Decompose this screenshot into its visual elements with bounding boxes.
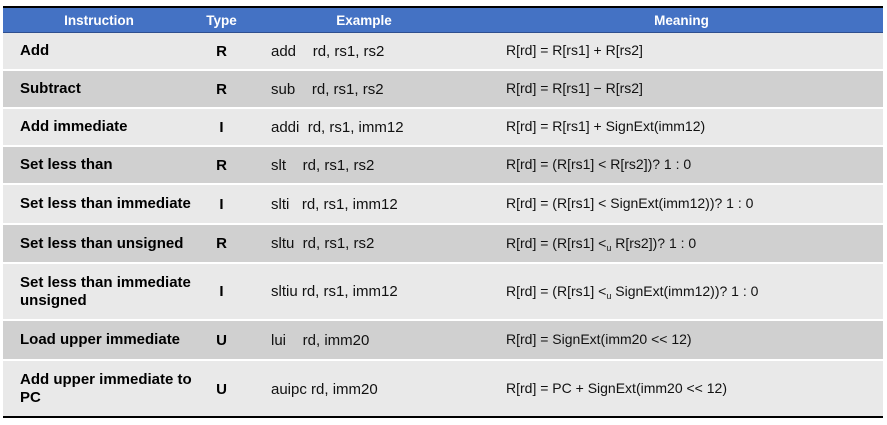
instruction-meaning: R[rd] = (R[rs1] <u SignExt(imm12))? 1 : … [480, 283, 883, 301]
meaning-text: R[rd] = PC + SignExt(imm20 << 12) [506, 380, 727, 396]
instruction-meaning: R[rd] = SignExt(imm20 << 12) [480, 331, 883, 349]
instruction-type: R [216, 235, 227, 252]
meaning-text: R[rd] = (R[rs1] < [506, 282, 607, 299]
header-meaning: Meaning [654, 13, 709, 28]
table-bottom-rule [3, 416, 883, 418]
instruction-type: I [219, 283, 224, 300]
instruction-example: add rd, rs1, rs2 [271, 42, 385, 60]
instruction-name: Add immediate [20, 118, 128, 135]
meaning-text-post: R[rs2])? 1 : 0 [611, 234, 697, 251]
table-row: Set less than immediate I slti rd, rs1, … [3, 185, 883, 225]
header-example: Example [336, 13, 392, 28]
instruction-meaning: R[rd] = R[rs1] + R[rs2] [480, 42, 883, 60]
instruction-table: Instruction Type Example Meaning Add R a… [3, 6, 883, 417]
meaning-text: R[rd] = (R[rs1] < SignExt(imm12))? 1 : 0 [506, 195, 754, 211]
instruction-type: U [216, 380, 227, 398]
instruction-type: R [216, 80, 227, 98]
instruction-name: Load upper immediate [20, 331, 181, 348]
instruction-example: auipc rd, imm20 [271, 380, 378, 398]
instruction-meaning: R[rd] = (R[rs1] < R[rs2])? 1 : 0 [480, 156, 883, 174]
instruction-type: U [216, 331, 227, 349]
meaning-subscript: u [606, 242, 612, 253]
header-instruction: Instruction [64, 13, 134, 28]
meaning-text: R[rd] = R[rs1] + SignExt(imm12) [506, 118, 706, 134]
instruction-type: R [216, 156, 227, 174]
instruction-name: Set less than immediate [20, 195, 191, 212]
instruction-meaning: R[rd] = R[rs1] + SignExt(imm12) [480, 118, 883, 136]
instruction-example: slt rd, rs1, rs2 [271, 156, 375, 174]
instruction-meaning: R[rd] = (R[rs1] < SignExt(imm12))? 1 : 0 [480, 195, 883, 213]
instruction-example: sltiu rd, rs1, imm12 [271, 283, 398, 300]
meaning-text: R[rd] = R[rs1] − R[rs2] [506, 80, 643, 96]
instruction-type: I [219, 118, 224, 136]
instruction-type: R [216, 42, 227, 60]
table-row: Load upper immediate U lui rd, imm20 R[r… [3, 321, 883, 361]
instruction-example: sltu rd, rs1, rs2 [271, 235, 375, 252]
meaning-text: R[rd] = R[rs1] + R[rs2] [506, 42, 643, 58]
instruction-example: sub rd, rs1, rs2 [271, 80, 384, 98]
header-type: Type [206, 13, 237, 28]
table-header: Instruction Type Example Meaning [3, 6, 883, 33]
instruction-type: I [219, 195, 224, 213]
instruction-example: addi rd, rs1, imm12 [271, 118, 404, 136]
table-row: Subtract R sub rd, rs1, rs2 R[rd] = R[rs… [3, 71, 883, 109]
table-row: Set less than immediate unsigned I sltiu… [3, 264, 883, 321]
instruction-name: Subtract [20, 80, 81, 97]
instruction-name: Set less than unsigned [20, 234, 184, 252]
instruction-example: lui rd, imm20 [271, 331, 370, 349]
instruction-name: Set less than immediate unsigned [20, 273, 191, 309]
instruction-meaning: R[rd] = R[rs1] − R[rs2] [480, 80, 883, 98]
instruction-name: Set less than [20, 156, 113, 173]
table-row: Add R add rd, rs1, rs2 R[rd] = R[rs1] + … [3, 33, 883, 71]
table-row: Add upper immediate to PC U auipc rd, im… [3, 361, 883, 417]
table-row: Set less than unsigned R sltu rd, rs1, r… [3, 225, 883, 264]
instruction-name: Add [20, 42, 50, 59]
instruction-name: Add upper immediate to PC [20, 371, 192, 406]
table-row: Add immediate I addi rd, rs1, imm12 R[rd… [3, 109, 883, 147]
meaning-text: R[rd] = (R[rs1] < R[rs2])? 1 : 0 [506, 156, 692, 172]
meaning-text: R[rd] = (R[rs1] < [506, 234, 607, 251]
meaning-text-post: SignExt(imm12))? 1 : 0 [611, 282, 759, 299]
table-row: Set less than R slt rd, rs1, rs2 R[rd] =… [3, 147, 883, 185]
instruction-meaning: R[rd] = (R[rs1] <u R[rs2])? 1 : 0 [480, 235, 883, 253]
instruction-meaning: R[rd] = PC + SignExt(imm20 << 12) [480, 380, 883, 398]
meaning-text: R[rd] = SignExt(imm20 << 12) [506, 331, 692, 347]
instruction-example: slti rd, rs1, imm12 [271, 195, 398, 213]
meaning-subscript: u [606, 290, 612, 301]
